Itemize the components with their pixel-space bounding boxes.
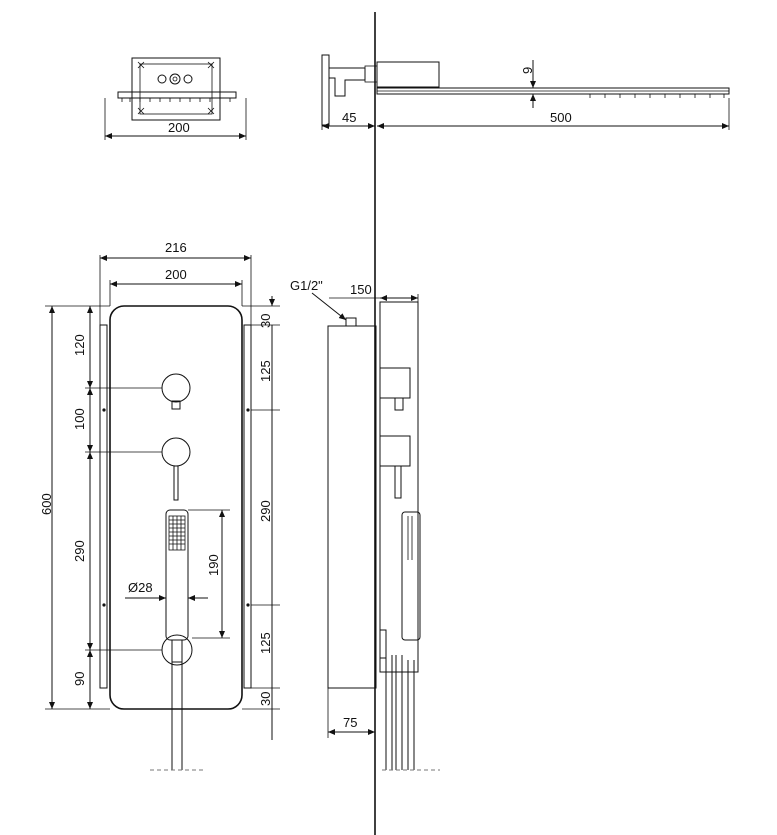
dim-bottom-75: 75: [343, 715, 357, 730]
dim-left-290: 290: [72, 540, 87, 562]
valve-icon: [157, 73, 193, 85]
dim-panel-inner-width: 200: [165, 267, 187, 282]
dim-left-100: 100: [72, 408, 87, 430]
handshower-icon: [161, 509, 193, 770]
panel-body: [109, 305, 243, 710]
top-view: 200: [104, 57, 247, 140]
dim-right-290: 290: [258, 500, 273, 522]
dim-left-90: 90: [72, 672, 87, 686]
dim-right-30-bottom: 30: [258, 692, 273, 706]
thermostat-knob-icon: [161, 373, 191, 403]
dim-top-width: 200: [168, 120, 190, 135]
dim-right-125-bottom: 125: [258, 632, 273, 654]
dim-handshower-diameter: Ø28: [128, 580, 153, 595]
diverter-knob-icon: [161, 437, 191, 467]
dim-panel-height: 600: [39, 493, 54, 515]
front-view-panel: 216 200 600 120 100 290 90 30 125 290 12…: [39, 240, 280, 771]
dim-right-125-top: 125: [258, 360, 273, 382]
dim-side-thickness: 9: [520, 67, 535, 74]
dim-right-30-top: 30: [258, 314, 273, 328]
pipe-thread-label: G1/2": [290, 278, 323, 293]
dim-side-depth-total: 150: [350, 282, 372, 297]
dim-handshower-190: 190: [206, 554, 221, 576]
dim-side-length: 500: [550, 110, 572, 125]
dim-left-120: 120: [72, 334, 87, 356]
dim-side-depth: 45: [342, 110, 356, 125]
dim-panel-outer-width: 216: [165, 240, 187, 255]
side-view-panel: G1/2" 150 75: [290, 278, 440, 771]
side-view-overhead: 9 45 500: [321, 54, 730, 130]
